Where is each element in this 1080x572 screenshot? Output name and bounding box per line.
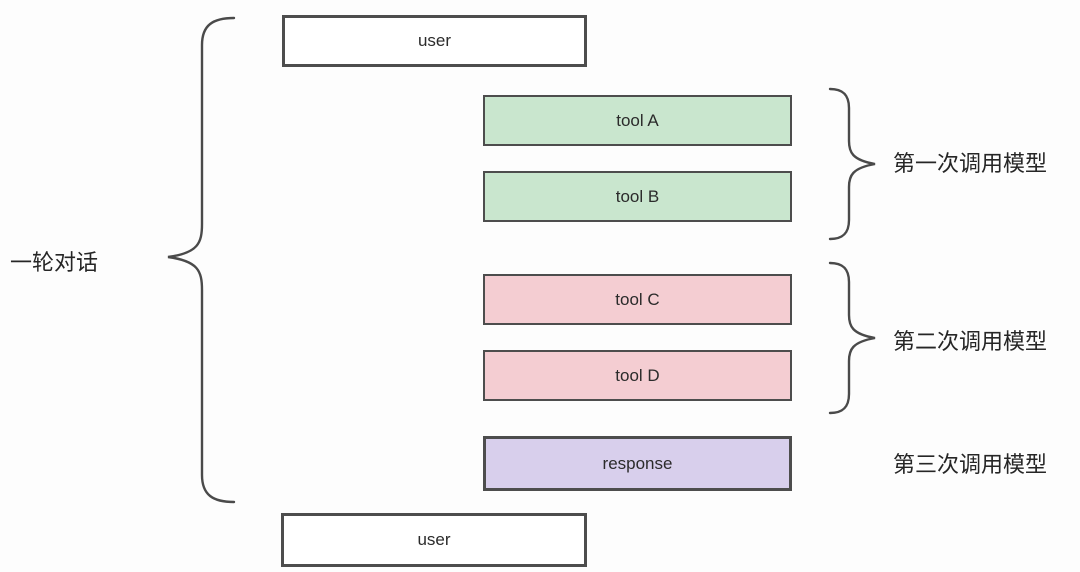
- second-model-call-label: 第二次调用模型: [893, 329, 1048, 354]
- user-message-top-box: user: [282, 15, 587, 67]
- tool-b-box: tool B: [483, 171, 792, 222]
- right-curly-brace-second-call-icon: [828, 261, 876, 415]
- tool-c-box: tool C: [483, 274, 792, 325]
- left-curly-brace-icon: [167, 16, 236, 504]
- response-box: response: [483, 436, 792, 491]
- first-model-call-label: 第一次调用模型: [893, 151, 1048, 176]
- round-of-conversation-label: 一轮对话: [10, 250, 99, 275]
- user-message-bottom-box: user: [281, 513, 587, 567]
- tool-d-box: tool D: [483, 350, 792, 401]
- tool-a-box: tool A: [483, 95, 792, 146]
- right-curly-brace-first-call-icon: [828, 87, 876, 241]
- third-model-call-label: 第三次调用模型: [893, 452, 1048, 477]
